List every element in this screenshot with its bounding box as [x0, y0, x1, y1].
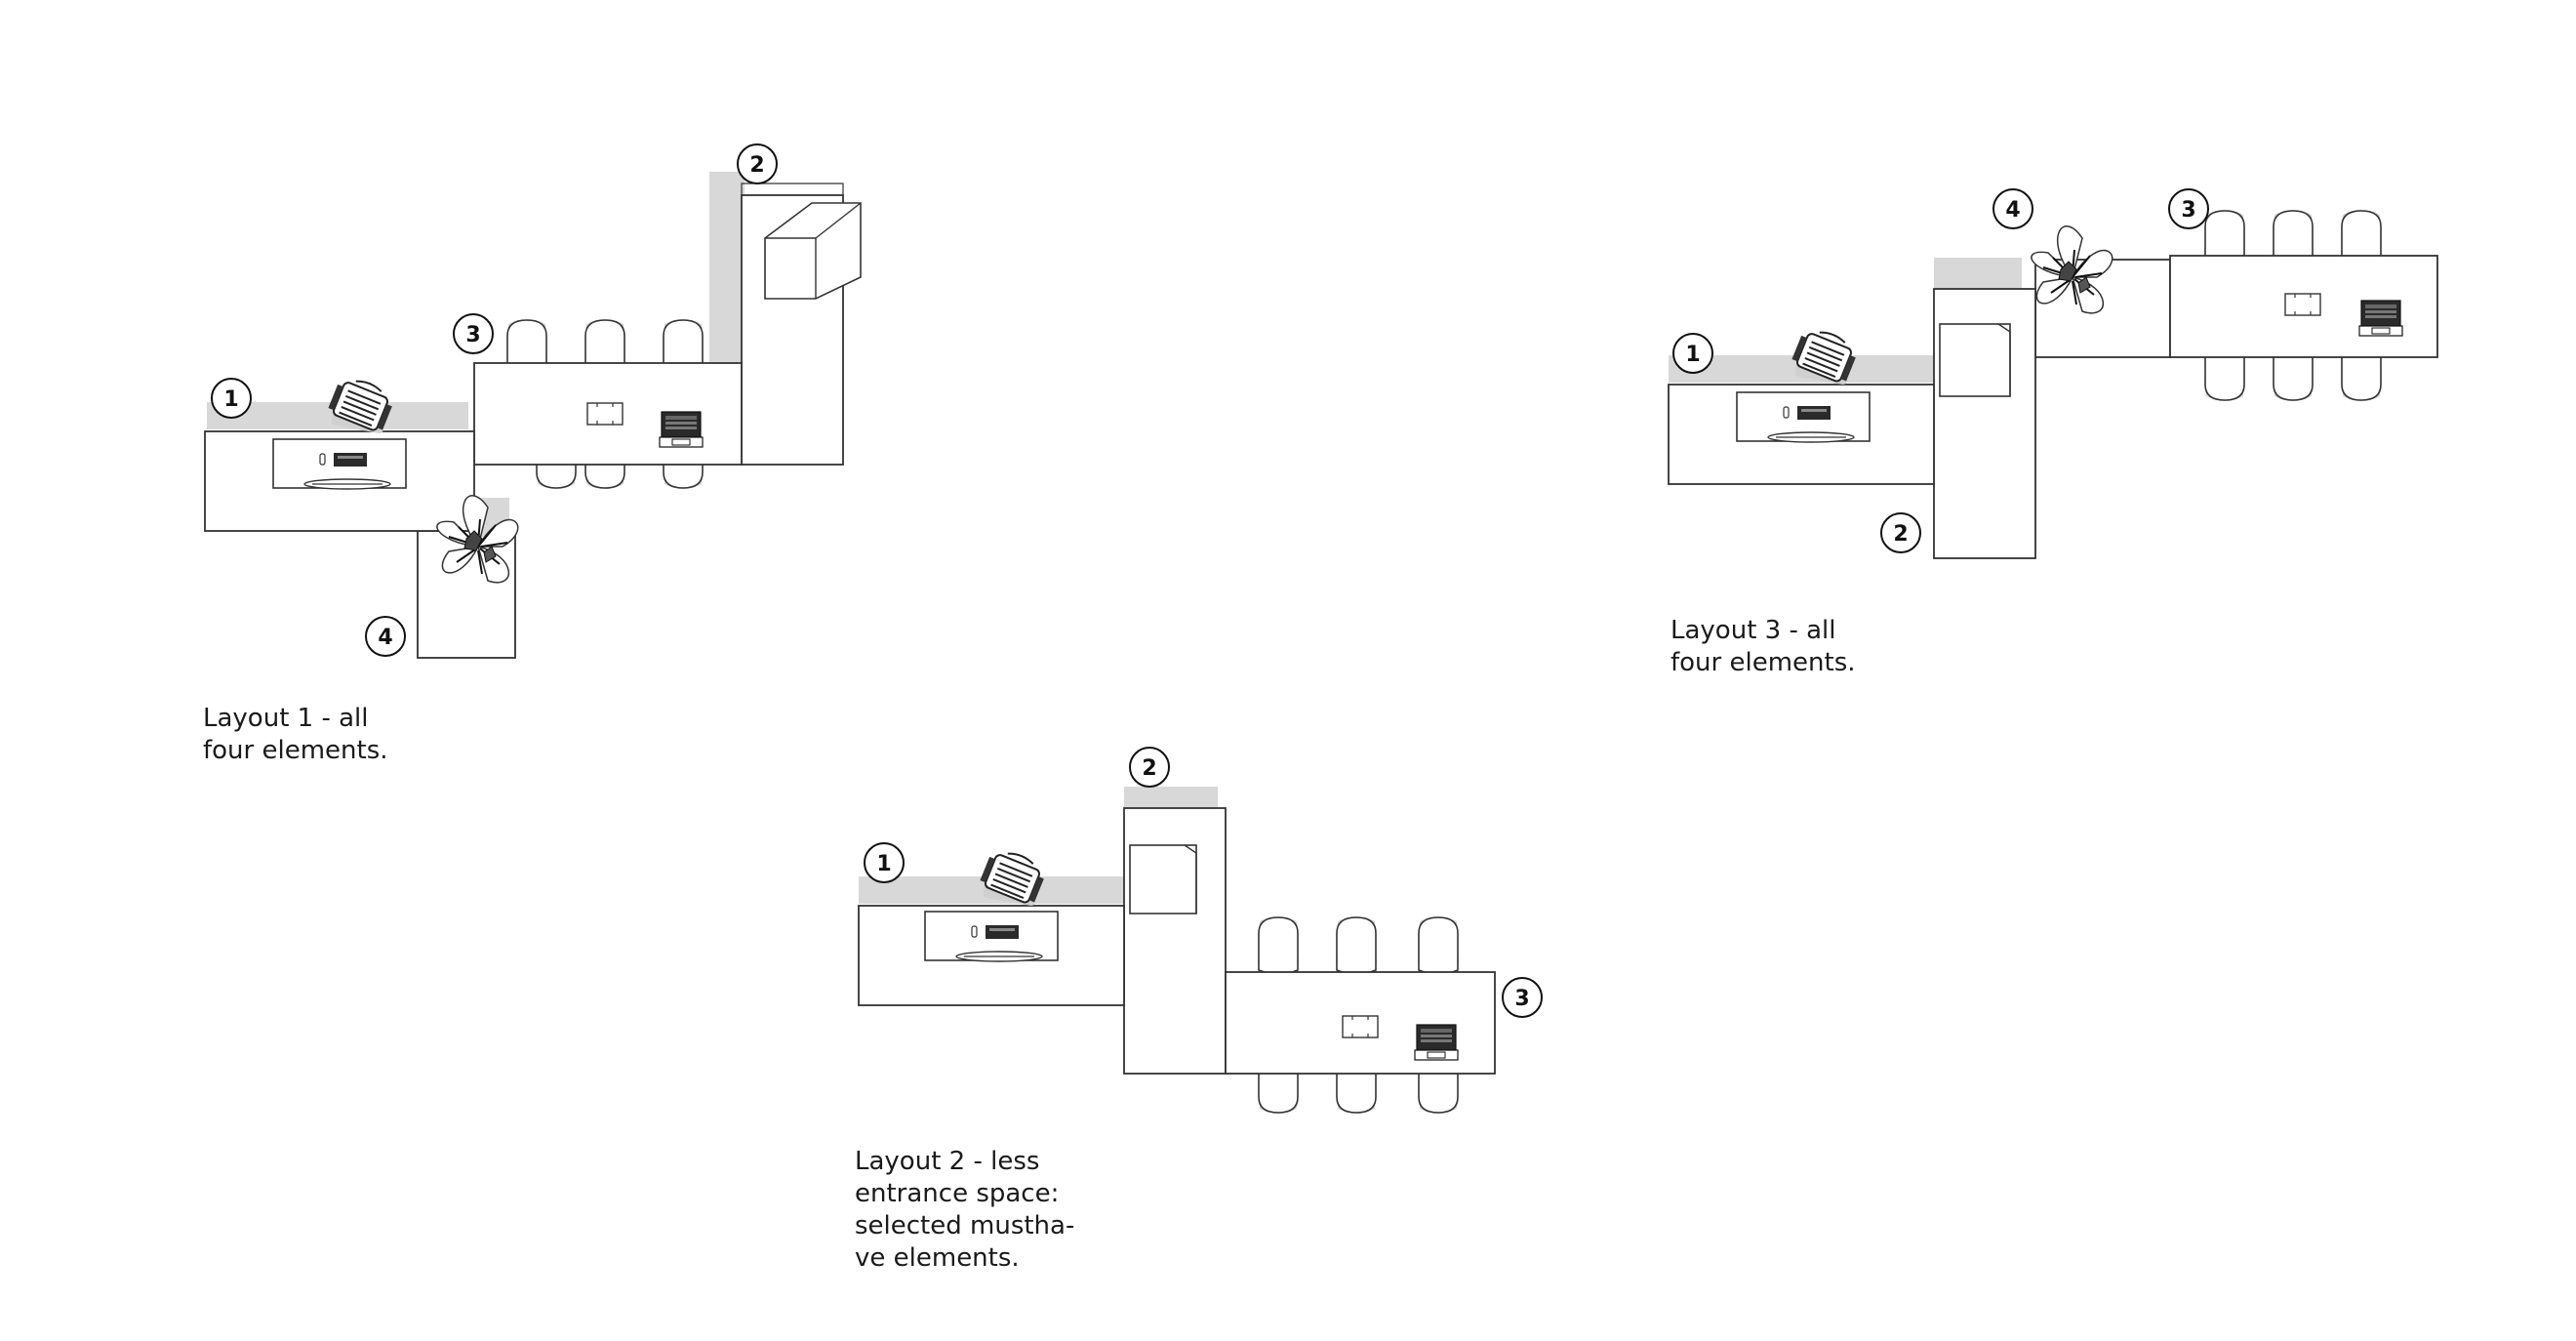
- plant-stand: [417, 530, 516, 659]
- marker-4: 4: [365, 616, 406, 657]
- caption-line: four elements.: [1670, 648, 1856, 677]
- svg-text:4: 4: [2005, 198, 2020, 223]
- svg-text:4: 4: [378, 626, 392, 650]
- marker-2: 2: [737, 143, 778, 184]
- layout-1-markers: 1 2 3 4: [211, 143, 778, 657]
- svg-text:2: 2: [1142, 756, 1156, 781]
- marker-3: 3: [2168, 188, 2209, 229]
- svg-text:1: 1: [1685, 343, 1700, 367]
- cube-object: [1939, 323, 2011, 397]
- layout-3-plan: [1668, 209, 2438, 559]
- marker-2: 2: [1880, 512, 1921, 553]
- layout-3-markers: 1 2 3 4: [1672, 188, 2209, 553]
- svg-text:3: 3: [465, 323, 480, 347]
- caption-line: Layout 2 - less: [855, 1147, 1040, 1176]
- svg-text:3: 3: [1514, 987, 1529, 1011]
- caption-line: Layout 1 - all: [203, 704, 369, 733]
- marker-4: 4: [1992, 188, 2033, 229]
- marker-1: 1: [1672, 333, 1713, 374]
- svg-text:2: 2: [1893, 522, 1908, 547]
- cube-object: [764, 202, 862, 300]
- marker-1: 1: [864, 842, 905, 883]
- cube-object: [1129, 844, 1197, 914]
- caption-line: entrance space:: [855, 1179, 1060, 1208]
- layout-2-caption: Layout 2 - less entrance space: selected…: [855, 1146, 1074, 1275]
- caption-line: ve elements.: [855, 1243, 1020, 1273]
- caption-line: Layout 3 - all: [1670, 616, 1836, 645]
- svg-text:1: 1: [876, 852, 891, 876]
- layout-3-caption: Layout 3 - all four elements.: [1670, 615, 1856, 679]
- marker-2: 2: [1129, 747, 1170, 788]
- caption-line: four elements.: [203, 736, 388, 765]
- marker-3: 3: [453, 313, 494, 354]
- marker-1: 1: [211, 378, 252, 419]
- svg-text:3: 3: [2181, 198, 2195, 223]
- caption-line: selected mustha-: [855, 1211, 1075, 1240]
- svg-text:2: 2: [749, 153, 764, 178]
- layout-2-markers: 1 2 3: [864, 747, 1543, 1018]
- svg-text:1: 1: [223, 387, 238, 412]
- marker-3: 3: [1502, 977, 1543, 1018]
- layout-1-caption: Layout 1 - all four elements.: [203, 703, 388, 767]
- layout-1-plan: [204, 166, 862, 659]
- layout-2-plan: [858, 787, 1496, 1115]
